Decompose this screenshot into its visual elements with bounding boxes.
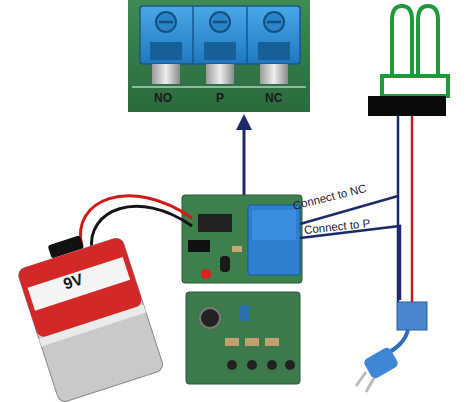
terminal-label: P [216,91,224,105]
mains-wire [397,116,400,302]
terminal-label: NC [265,91,282,105]
wire-label: Connect to NC [292,182,368,212]
wire-label: Connect to P [303,217,370,236]
battery-voltage: 9V [61,270,85,293]
terminal-block-inset: NO P NC [128,0,310,112]
battery-wire [80,196,192,246]
battery [12,223,164,402]
terminal-block-photo [128,0,310,112]
sensor-board [186,292,300,384]
mains-wire [411,116,414,302]
terminal-label: NO [154,91,172,105]
junction-box [397,302,427,330]
power-plug [356,330,408,392]
relay-wire [300,226,400,300]
cfl-lamp [368,6,448,116]
relay-board [182,195,302,283]
